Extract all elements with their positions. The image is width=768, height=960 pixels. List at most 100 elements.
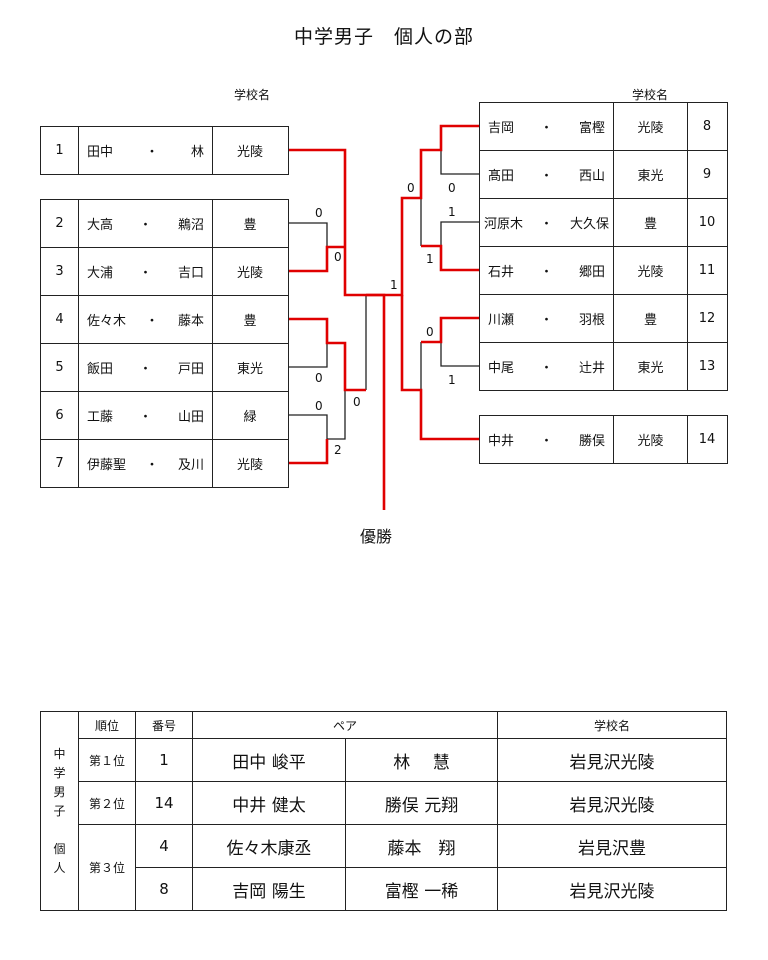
- entry-pair: 大高 ・ 鵜沼: [79, 200, 213, 247]
- player2-cell: 林 慧: [345, 738, 498, 782]
- score-label: 0: [353, 395, 361, 409]
- bracket-line: [366, 293, 386, 510]
- entry-number: 9: [702, 167, 712, 182]
- school-cell: 岩見沢光陵: [497, 781, 727, 825]
- entry-number: 14: [698, 432, 716, 447]
- entry-pair: 石井 ・ 郷田: [480, 247, 614, 294]
- player-1: 髙田: [488, 169, 515, 184]
- left-entry-2: 2 大高 ・ 鵜沼 豊: [40, 199, 289, 248]
- bracket-line: [384, 124, 479, 297]
- bracket-line: [289, 414, 328, 439]
- separator: ・: [539, 313, 553, 328]
- player2-cell: 藤本 翔: [345, 824, 498, 868]
- player-1: 大浦: [87, 266, 114, 281]
- side-char: 男: [53, 784, 66, 799]
- rank-cell: 第１位: [78, 738, 136, 782]
- separator: ・: [539, 361, 553, 376]
- separator: ・: [145, 314, 159, 329]
- player-2: 吉口: [177, 266, 204, 281]
- header-number: 番号: [135, 711, 193, 739]
- player-1: 川瀬: [488, 313, 515, 328]
- score-label: 2: [334, 443, 342, 457]
- entry-number: 13: [698, 359, 716, 374]
- entry-pair: 中井 ・ 勝俣: [480, 416, 614, 463]
- entry-school: 光陵: [236, 266, 263, 281]
- entry-number: 12: [698, 311, 716, 326]
- entry-school: 光陵: [614, 247, 688, 294]
- left-entry-5: 5 飯田 ・ 戸田 東光: [40, 343, 289, 392]
- entry-school: 光陵: [236, 458, 263, 473]
- bracket-line: [289, 439, 329, 465]
- score-label: 0: [448, 181, 456, 195]
- entry-school: 緑: [243, 410, 257, 425]
- bracket-line: [440, 342, 479, 367]
- entry-pair: 佐々木 ・ 藤本: [79, 296, 213, 343]
- left-entry-7: 7 伊藤聖 ・ 及川 光陵: [40, 439, 289, 488]
- school-cell: 岩見沢光陵: [497, 738, 727, 782]
- number-cell: 4: [135, 824, 193, 868]
- player-1: 吉岡: [488, 121, 515, 136]
- number-cell: 14: [135, 781, 193, 825]
- bracket-line: [289, 245, 345, 273]
- separator: ・: [145, 145, 159, 160]
- entry-number: 5: [41, 344, 79, 391]
- bracket-line: [400, 295, 479, 441]
- entry-number: 4: [41, 296, 79, 343]
- player-2: 山田: [177, 410, 204, 425]
- header-rank: 順位: [78, 711, 136, 739]
- right-entry-11: 石井 ・ 郷田 光陵 11: [479, 246, 728, 295]
- score-label: 1: [426, 252, 434, 266]
- player-1: 工藤: [87, 410, 114, 425]
- number-cell: 8: [135, 867, 193, 911]
- player-2: 及川: [177, 458, 204, 473]
- player-1: 佐々木: [87, 314, 127, 329]
- player-2: 勝俣: [578, 434, 605, 449]
- separator: ・: [138, 410, 152, 425]
- player-2: 鵜沼: [177, 218, 204, 233]
- score-label: 0: [315, 206, 323, 220]
- separator: ・: [539, 434, 553, 449]
- entry-number: 6: [41, 392, 79, 439]
- entry-school: 豊: [243, 314, 257, 329]
- side-char: 中: [53, 746, 66, 761]
- separator: ・: [138, 218, 152, 233]
- bracket-line: [440, 150, 479, 175]
- player-2: 富樫: [578, 121, 605, 136]
- separator: ・: [539, 121, 553, 136]
- player-2: 郷田: [578, 265, 605, 280]
- winner-lines: [289, 124, 479, 510]
- player-2: 羽根: [578, 313, 605, 328]
- left-entry-3: 3 大浦 ・ 吉口 光陵: [40, 247, 289, 296]
- player-2: 大久保: [569, 217, 609, 232]
- right-entry-10: 河原木 ・ 大久保 豊 10: [479, 198, 728, 247]
- player-1: 田中: [87, 145, 114, 160]
- player-2: 林: [190, 145, 204, 160]
- results-header-row: 中 学 男 子 個 人 順位 番号 ペア 学校名: [40, 711, 727, 911]
- entry-school: 光陵: [236, 145, 263, 160]
- entry-pair: 田中 ・ 林: [79, 127, 213, 174]
- player-1: 河原木: [484, 217, 524, 232]
- bracket-line: [289, 317, 366, 392]
- header-pair: ペア: [192, 711, 498, 739]
- entry-pair: 工藤 ・ 山田: [79, 392, 213, 439]
- right-entry-9: 髙田 ・ 西山 東光 9: [479, 150, 728, 199]
- entry-school: 東光: [614, 343, 688, 390]
- bracket-line: [421, 316, 479, 344]
- player-1: 中尾: [488, 361, 515, 376]
- table-row: 8 吉岡 陽生 富樫 一稀 岩見沢光陵: [41, 867, 727, 911]
- player1-cell: 吉岡 陽生: [192, 867, 346, 911]
- school-cell: 岩見沢光陵: [497, 867, 727, 911]
- score-label: 0: [407, 181, 415, 195]
- school-cell: 岩見沢豊: [497, 824, 727, 868]
- header-school: 学校名: [497, 711, 727, 739]
- score-label: 1: [448, 205, 456, 219]
- side-char: 個: [53, 841, 66, 856]
- entry-school: 光陵: [614, 416, 688, 463]
- score-label: 0: [315, 399, 323, 413]
- table-row: 第２位 14 中井 健太 勝俣 元翔 岩見沢光陵: [41, 781, 727, 825]
- player1-cell: 中井 健太: [192, 781, 346, 825]
- number-cell: 1: [135, 738, 193, 782]
- bracket-line: [440, 221, 479, 246]
- bracket-line: [289, 343, 328, 368]
